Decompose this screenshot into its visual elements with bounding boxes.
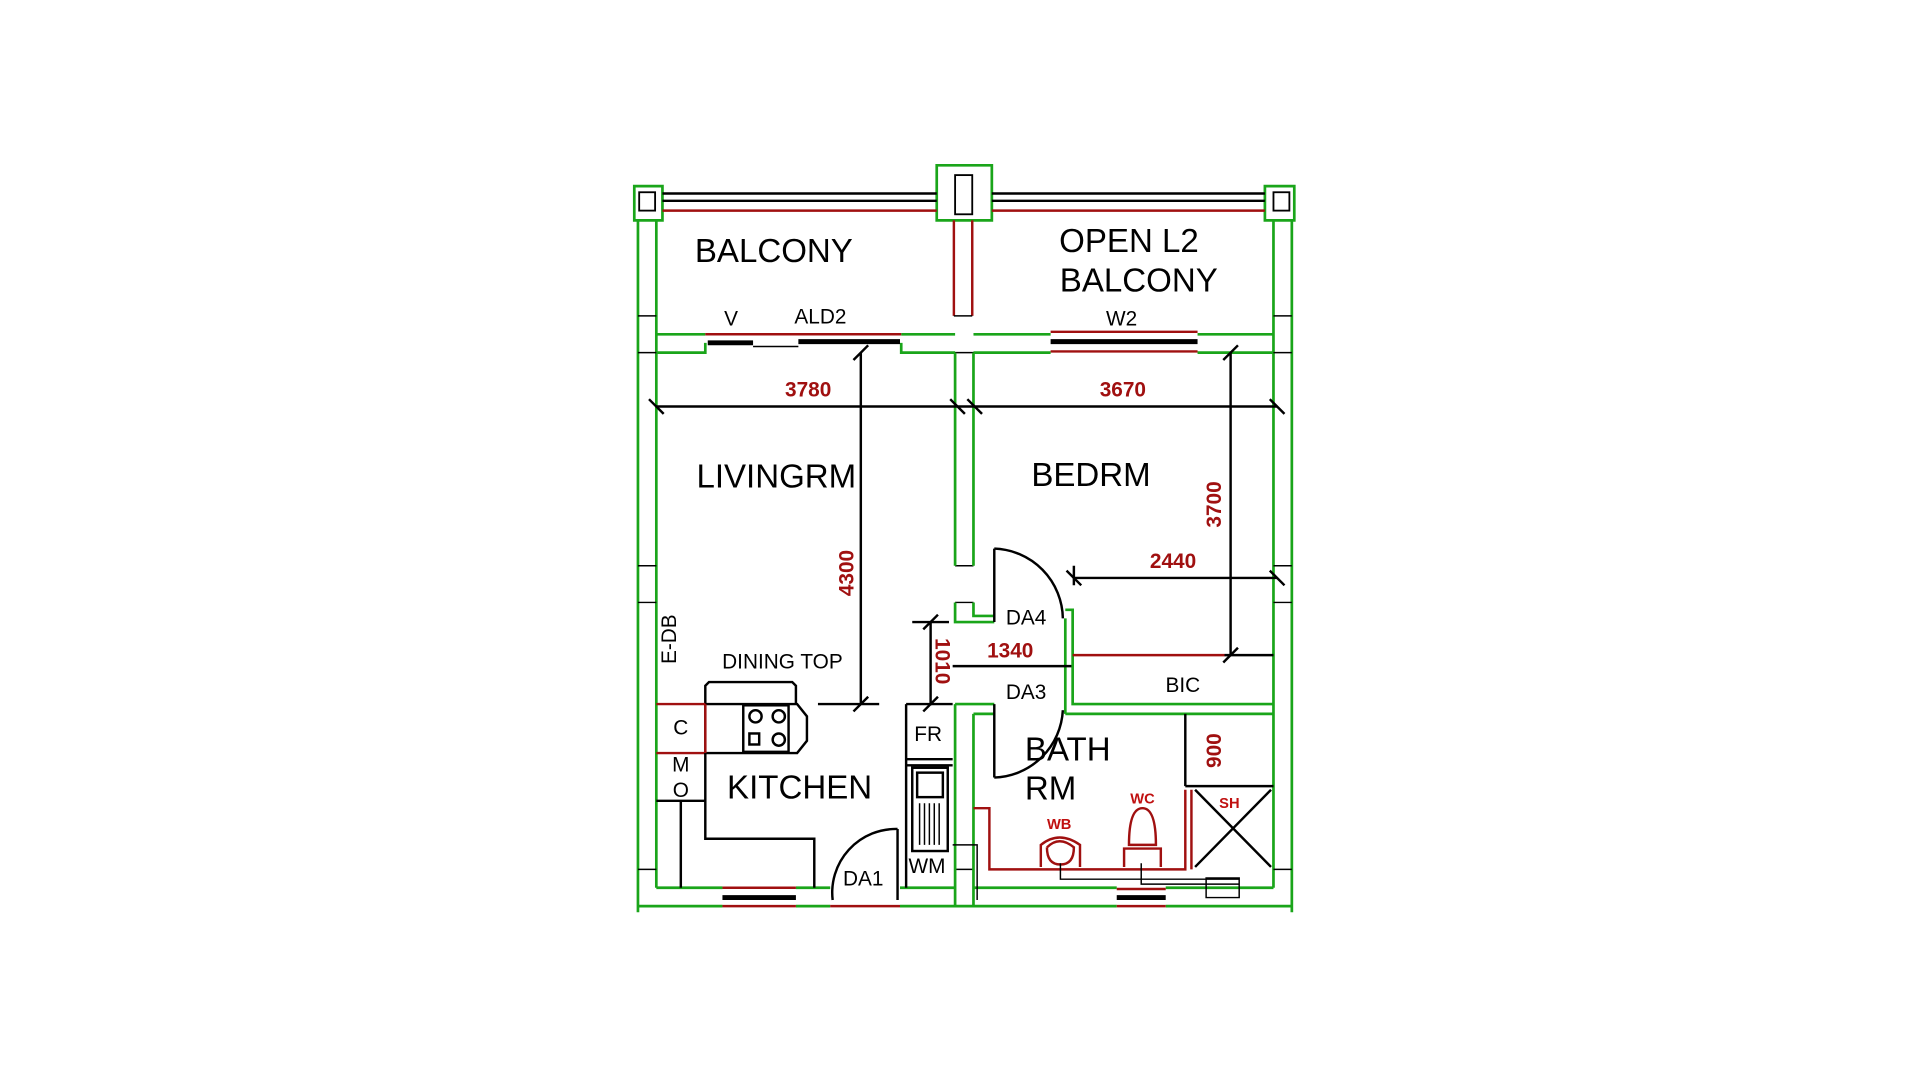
doors bbox=[831, 547, 1065, 901]
fixture-label-c: C bbox=[673, 717, 688, 740]
dimension-lines bbox=[648, 344, 1286, 713]
fixture-label-wc: WC bbox=[1130, 791, 1155, 807]
room-label-rm: RM bbox=[1025, 771, 1076, 808]
fixture-label-o: O bbox=[673, 779, 689, 802]
dim-shower-depth: 900 bbox=[1203, 733, 1226, 768]
fixture-label-m: M bbox=[672, 753, 689, 776]
dim-living-width: 3780 bbox=[785, 379, 831, 402]
fixture-label-dining-top: DINING TOP bbox=[722, 651, 843, 674]
dim-bed-depth: 3700 bbox=[1203, 481, 1226, 527]
opening-label-v: V bbox=[724, 308, 738, 331]
fixture-label-fr: FR bbox=[914, 723, 942, 746]
dim-living-depth: 4300 bbox=[835, 550, 858, 596]
opening-label-w2: W2 bbox=[1106, 308, 1137, 331]
room-label-open-l2: OPEN L2 bbox=[1059, 223, 1199, 260]
fixture-label-wm: WM bbox=[908, 855, 945, 878]
door-label-da3: DA3 bbox=[1006, 681, 1046, 704]
bath-fixtures bbox=[952, 713, 1274, 900]
room-label-bic: BIC bbox=[1166, 674, 1201, 697]
walls bbox=[632, 163, 1296, 913]
kitchen-fixtures bbox=[656, 680, 953, 888]
fixture-label-wb: WB bbox=[1047, 817, 1071, 833]
room-label-bath: BATH bbox=[1025, 731, 1111, 768]
room-label-bedroom: BEDRM bbox=[1031, 457, 1150, 494]
dim-hall-width: 1340 bbox=[987, 640, 1033, 663]
fixture-label-sh: SH bbox=[1219, 796, 1239, 812]
room-label-open-l2-balcony: BALCONY bbox=[1060, 262, 1218, 299]
door-label-da1: DA1 bbox=[843, 867, 883, 890]
room-label-living: LIVINGRM bbox=[696, 458, 856, 495]
room-label-kitchen: KITCHEN bbox=[727, 769, 872, 806]
room-label-balcony: BALCONY bbox=[695, 233, 853, 270]
fixture-label-edb: E-DB bbox=[658, 614, 681, 664]
dim-hall-depth: 1010 bbox=[931, 638, 954, 684]
dim-bic-width: 2440 bbox=[1150, 550, 1196, 573]
dim-bed-width: 3670 bbox=[1100, 379, 1146, 402]
door-label-da4: DA4 bbox=[1006, 606, 1046, 629]
opening-label-ald2: ALD2 bbox=[794, 305, 846, 328]
